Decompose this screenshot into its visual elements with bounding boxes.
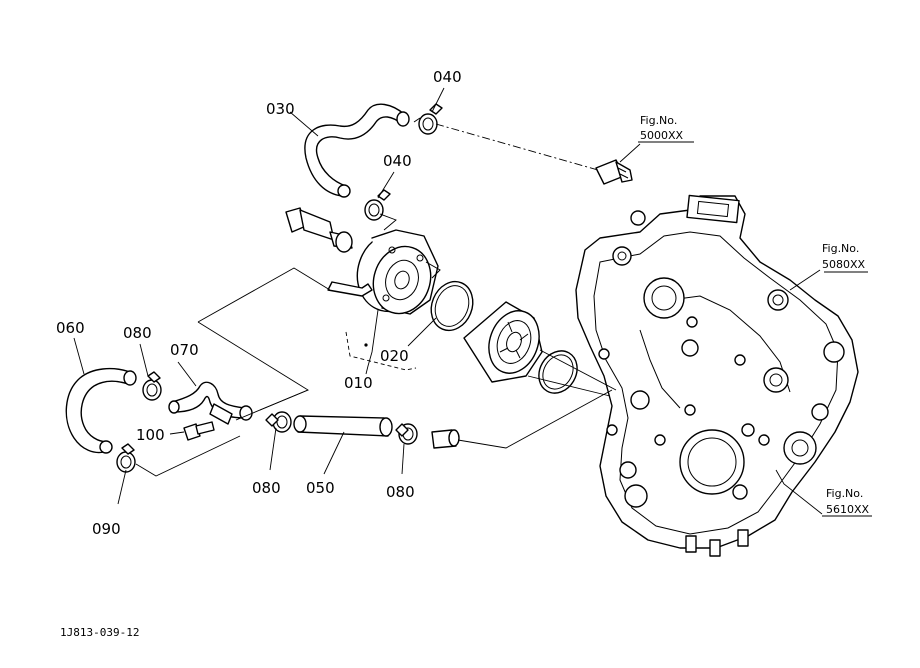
callout-040-mid: 040	[383, 152, 412, 170]
callout-050: 050	[306, 479, 335, 497]
callout-090: 090	[92, 520, 121, 538]
fig-ref-top-label: Fig.No.	[640, 114, 677, 127]
clamp-040-top	[413, 103, 443, 135]
callout-040-top: 040	[433, 68, 462, 86]
fig-ref-right-number: 5080XX	[822, 258, 866, 271]
callout-080-left: 080	[123, 324, 152, 342]
fig-ref-bottom-number: 5610XX	[826, 503, 870, 516]
fig-ref-top-number: 5000XX	[640, 129, 684, 142]
fitting-housing	[431, 429, 460, 449]
pressure-switch	[285, 207, 353, 253]
leader-lines	[73, 87, 872, 517]
callout-100: 100	[136, 426, 165, 444]
callout-030: 030	[266, 100, 295, 118]
engine-housing	[575, 194, 859, 557]
hose-030	[304, 103, 410, 198]
drawing-code: 1J813-039-12	[60, 626, 139, 639]
o-ring-filter	[538, 350, 578, 394]
callout-labels: 040 030 040 060 080 070 020 010 100 080 …	[56, 68, 462, 538]
callout-080-right: 080	[386, 483, 415, 501]
pipe-070	[168, 381, 253, 425]
clamp-040-mid	[364, 189, 391, 221]
callout-010: 010	[344, 374, 373, 392]
clamp-080-left	[142, 371, 162, 401]
callout-060: 060	[56, 319, 85, 337]
figure-references: Fig.No. 5000XX Fig.No. 5080XX Fig.No. 56…	[640, 114, 870, 516]
hose-060	[65, 367, 137, 454]
callout-020: 020	[380, 347, 409, 365]
clamp-090	[116, 443, 136, 473]
callout-070: 070	[170, 341, 199, 359]
fitting-5000xx	[595, 159, 633, 185]
clamp-080-mid	[265, 411, 292, 433]
clamp-080-right	[395, 423, 418, 445]
oil-cooler-010	[327, 229, 441, 315]
callout-080-mid: 080	[252, 479, 281, 497]
bolt-100	[183, 421, 215, 441]
hose-050	[293, 415, 393, 437]
oil-filter	[463, 301, 543, 383]
fig-ref-right-label: Fig.No.	[822, 242, 859, 255]
o-ring-020	[430, 280, 474, 332]
fig-ref-bottom-label: Fig.No.	[826, 487, 863, 500]
